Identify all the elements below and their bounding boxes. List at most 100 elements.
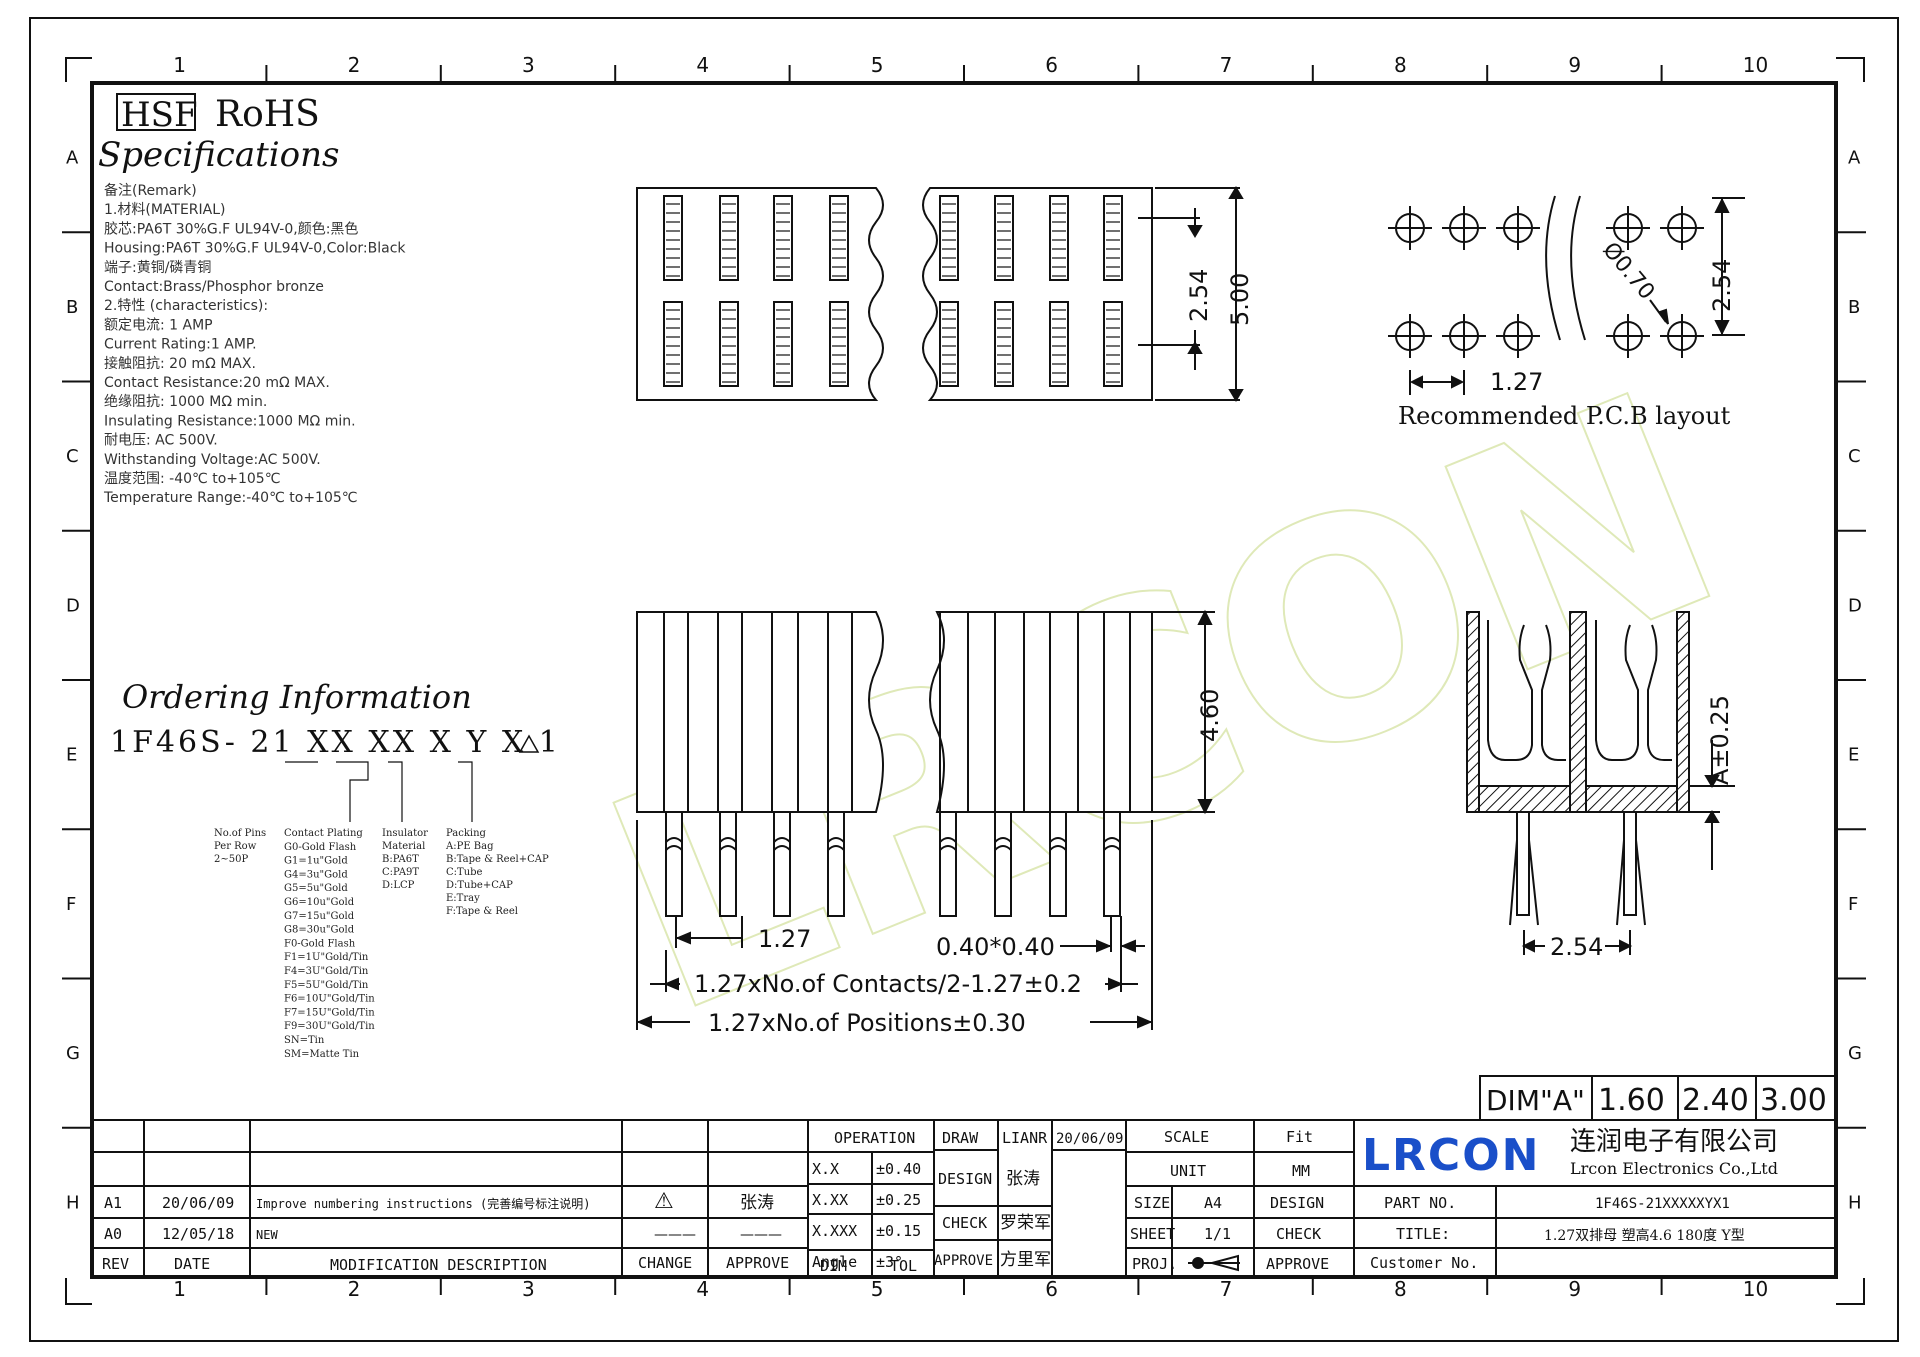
tol-value: ±0.15 (876, 1222, 921, 1240)
spec-line: 温度范围: -40℃ to+105℃ (104, 470, 280, 487)
rev-header: REV (102, 1255, 129, 1273)
ordering-line: G5=5u"Gold (284, 883, 348, 894)
contacts-length-dim: 1.27xNo.of Contacts/2-1.27±0.2 (694, 970, 1082, 998)
ordering-line: Contact Plating (284, 828, 363, 839)
ordering-line: F7=15U"Gold/Tin (284, 1007, 375, 1018)
zone-row-label: F (1848, 894, 1858, 915)
operation-header: OPERATION (834, 1129, 915, 1147)
spec-line: Insulating Resistance:1000 MΩ min. (104, 413, 356, 429)
ordering-line: SM=Matte Tin (284, 1049, 360, 1060)
zone-col-label: 10 (1743, 1277, 1768, 1301)
zone-row-label: G (66, 1043, 80, 1064)
zone-col-label: 10 (1743, 53, 1768, 77)
spec-line: 绝缘阻抗: 1000 MΩ min. (104, 394, 267, 410)
tol-value: ±0.40 (876, 1160, 921, 1178)
zone-row-label: G (1848, 1043, 1862, 1064)
approve-name: 方里军 (1000, 1250, 1051, 1270)
ordering-line: G1=1u"Gold (284, 856, 348, 867)
title-block (92, 1119, 1836, 1277)
ordering-line: B:PA6T (382, 854, 419, 865)
pcb-layout (1388, 195, 1745, 395)
ordering-line: G7=15u"Gold (284, 911, 355, 922)
pcb-caption: Recommended P.C.B layout (1398, 402, 1731, 430)
rev-code: A0 (104, 1225, 122, 1243)
zone-col-label: 2 (348, 53, 361, 77)
title-label: TITLE: (1396, 1225, 1450, 1243)
zone-row-label: B (1848, 297, 1860, 318)
zone-row-label: E (66, 745, 77, 766)
ordering-line: E:Tray (446, 893, 480, 904)
approve-label: APPROVE (934, 1253, 993, 1269)
spec-line: 2.特性 (characteristics): (104, 298, 268, 314)
check-label: CHECK (942, 1214, 987, 1232)
front-pitch-dim: 1.27 (758, 925, 811, 953)
pcb-row-dim: 2.54 (1708, 259, 1736, 312)
specifications-title: Specifications (98, 135, 339, 175)
ordering-line: 2~50P (214, 854, 248, 865)
ordering-line: Packing (446, 828, 487, 839)
draw-label: DRAW (942, 1129, 979, 1147)
zone-col-label: 9 (1568, 53, 1581, 77)
projection-icon (1188, 1254, 1240, 1272)
spec-line: 接触阻抗: 20 mΩ MAX. (104, 355, 256, 372)
spec-line: 额定电流: 1 AMP (104, 317, 213, 333)
zone-row-label: E (1848, 745, 1859, 766)
zone-row-label: C (66, 446, 79, 467)
ordering-line: F5=5U"Gold/Tin (284, 980, 369, 991)
design-check-label: DESIGN (1270, 1194, 1324, 1212)
dim-a-value-3: 3.00 (1760, 1083, 1827, 1118)
ordering-line: F0-Gold Flash (284, 938, 356, 949)
tol-header: TOL (890, 1257, 917, 1275)
specs-list: 备注(Remark)1.材料(MATERIAL)胶芯:PA6T 30%G.F U… (103, 182, 406, 506)
dim-a-value-2: 2.40 (1682, 1083, 1749, 1118)
side-pitch-dim: 2.54 (1550, 933, 1603, 961)
rohs-label: RoHS (215, 94, 320, 135)
rev-approve: 张涛 (740, 1193, 774, 1213)
zone-col-label: 6 (1045, 53, 1058, 77)
top-pitch-dim: 2.54 (1185, 269, 1213, 322)
spec-line: 备注(Remark) (104, 182, 197, 199)
draw-date: 20/06/09 (1056, 1131, 1123, 1147)
tol-key: X.X (812, 1160, 839, 1178)
date-header: DATE (174, 1255, 210, 1273)
rev-triangle-icon (518, 734, 540, 753)
outer-frame (29, 17, 1899, 1342)
spec-line: 胶芯:PA6T 30%G.F UL94V-0,颜色:黑色 (104, 220, 358, 237)
rev-date: 12/05/18 (162, 1225, 234, 1243)
zone-col-label: 9 (1568, 1277, 1581, 1301)
dim-a-value-1: 1.60 (1598, 1083, 1665, 1118)
ordering-title: Ordering Information (122, 678, 472, 716)
part-no-value: 1F46S-21XXXXXYX1 (1595, 1196, 1730, 1212)
ordering-line: Per Row (214, 841, 257, 852)
check-name: 罗荣军 (1000, 1213, 1051, 1233)
spec-line: Housing:PA6T 30%G.F UL94V-0,Color:Black (104, 241, 406, 257)
zone-row-label: B (66, 297, 78, 318)
zone-row-label: A (66, 148, 79, 169)
zone-col-label: 4 (696, 1277, 709, 1301)
pin-size-dim: 0.40*0.40 (936, 933, 1055, 961)
company-en-name: Lrcon Electronics Co.,Ltd (1570, 1159, 1778, 1178)
tol-key: Angle (812, 1253, 857, 1271)
tol-value: ±0.25 (876, 1191, 921, 1209)
zone-col-label: 5 (871, 53, 884, 77)
top-view (636, 186, 1244, 402)
side-view (1466, 611, 1735, 955)
zone-col-label: 4 (696, 53, 709, 77)
approve-header: APPROVE (726, 1254, 789, 1272)
sheet-value: 1/1 (1204, 1225, 1231, 1243)
company-logo: LRCON (1362, 1130, 1540, 1181)
customer-no-label: Customer No. (1370, 1254, 1478, 1272)
corner-marks (65, 57, 1865, 1305)
ordering-line: B:Tape & Reel+CAP (446, 854, 549, 865)
pcb-pitch-dim: 1.27 (1490, 368, 1543, 396)
zone-row-label: C (1848, 446, 1861, 467)
tol-key: X.XXX (812, 1222, 857, 1240)
proj-label: PROJ. (1132, 1255, 1177, 1273)
rev-description: Improve numbering instructions (完善编号标注说明… (256, 1196, 590, 1211)
